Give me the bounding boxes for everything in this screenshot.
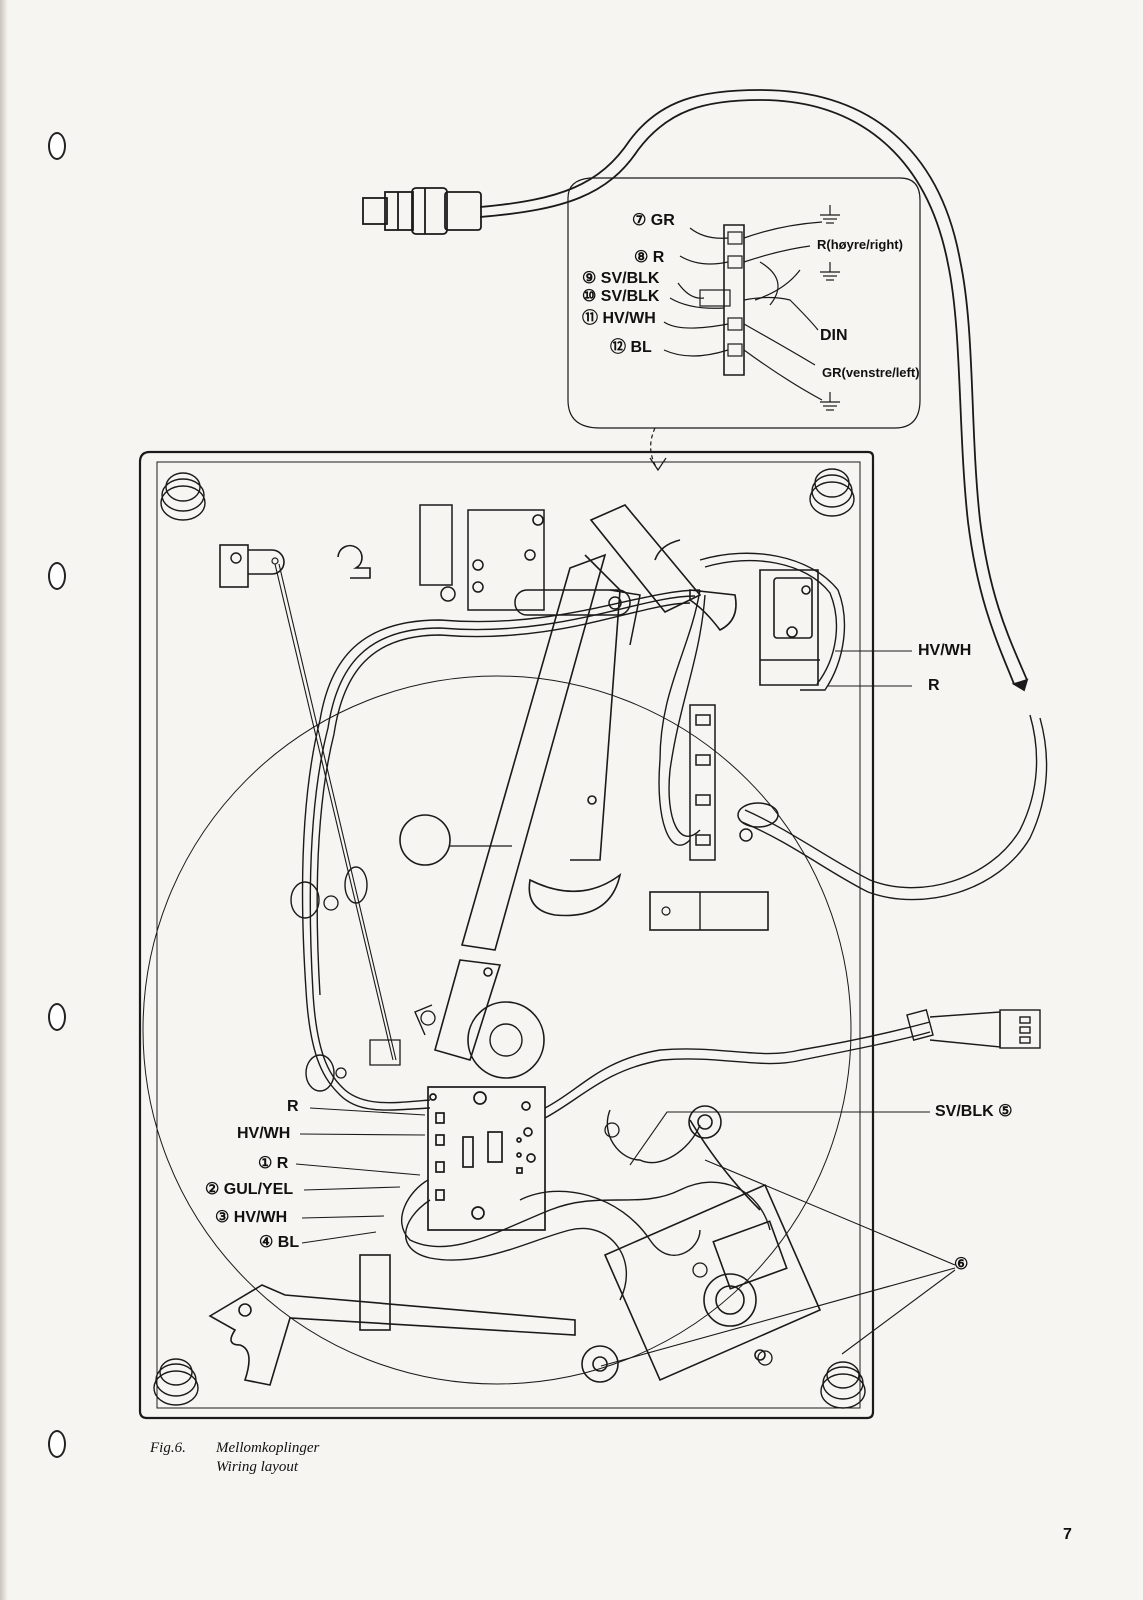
chassis-plate bbox=[138, 450, 875, 1420]
binder-hole bbox=[48, 562, 66, 590]
figure-title-english: Wiring layout bbox=[216, 1459, 299, 1475]
corner-spring bbox=[809, 468, 855, 517]
corner-spring bbox=[820, 1361, 866, 1409]
label-board-r: R bbox=[287, 1098, 299, 1115]
figure-number: Fig.6. bbox=[150, 1440, 186, 1456]
label-terminal-12: ⑫ BL bbox=[610, 339, 652, 356]
binder-hole bbox=[48, 132, 66, 160]
label-board-1: ① R bbox=[258, 1155, 289, 1172]
label-board-3: ③ HV/WH bbox=[215, 1209, 288, 1226]
inset-box bbox=[567, 177, 921, 472]
leader-lines bbox=[295, 650, 956, 1367]
corner-spring bbox=[153, 1358, 199, 1406]
label-r-switch: R bbox=[928, 677, 940, 694]
label-svblk-5: SV/BLK ⑤ bbox=[935, 1103, 1013, 1120]
label-terminal-8: ⑧ R bbox=[634, 249, 665, 266]
label-board-2: ② GUL/YEL bbox=[205, 1181, 294, 1198]
control-board bbox=[427, 1086, 546, 1231]
label-right-channel: R(høyre/right) bbox=[817, 237, 903, 252]
label-din: DIN bbox=[820, 327, 848, 344]
bottom-lever bbox=[208, 1254, 576, 1386]
screw bbox=[323, 895, 773, 1366]
label-left-channel: GR(venstre/left) bbox=[822, 365, 920, 380]
label-board-4: ④ BL bbox=[259, 1234, 300, 1251]
label-hvwh-switch: HV/WH bbox=[918, 642, 972, 659]
binder-hole bbox=[48, 1430, 66, 1458]
page-edge bbox=[0, 0, 8, 1600]
label-terminal-7: ⑦ GR bbox=[632, 212, 675, 229]
switch-block bbox=[654, 539, 820, 686]
label-terminal-10: ⑩ SV/BLK bbox=[582, 288, 660, 305]
tonearm bbox=[434, 504, 702, 1061]
binder-hole bbox=[48, 1003, 66, 1031]
wires bbox=[290, 552, 1048, 1301]
motor-assembly bbox=[581, 1105, 822, 1383]
label-board-hvwh: HV/WH bbox=[237, 1125, 291, 1142]
din-cable bbox=[362, 89, 1029, 692]
label-terminal-9: ⑨ SV/BLK bbox=[582, 270, 660, 287]
label-mounts-6: ⑥ bbox=[954, 1256, 969, 1273]
platter-outline bbox=[142, 675, 852, 1385]
figure-title-norwegian: Mellomkoplinger bbox=[216, 1440, 320, 1456]
label-terminal-11: ⑪ HV/WH bbox=[582, 310, 656, 327]
top-mechanism bbox=[419, 504, 641, 646]
page-number: 7 bbox=[1063, 1526, 1072, 1543]
corner-spring bbox=[160, 472, 206, 521]
terminal-strip bbox=[689, 704, 779, 861]
spindle-disc bbox=[399, 814, 451, 866]
